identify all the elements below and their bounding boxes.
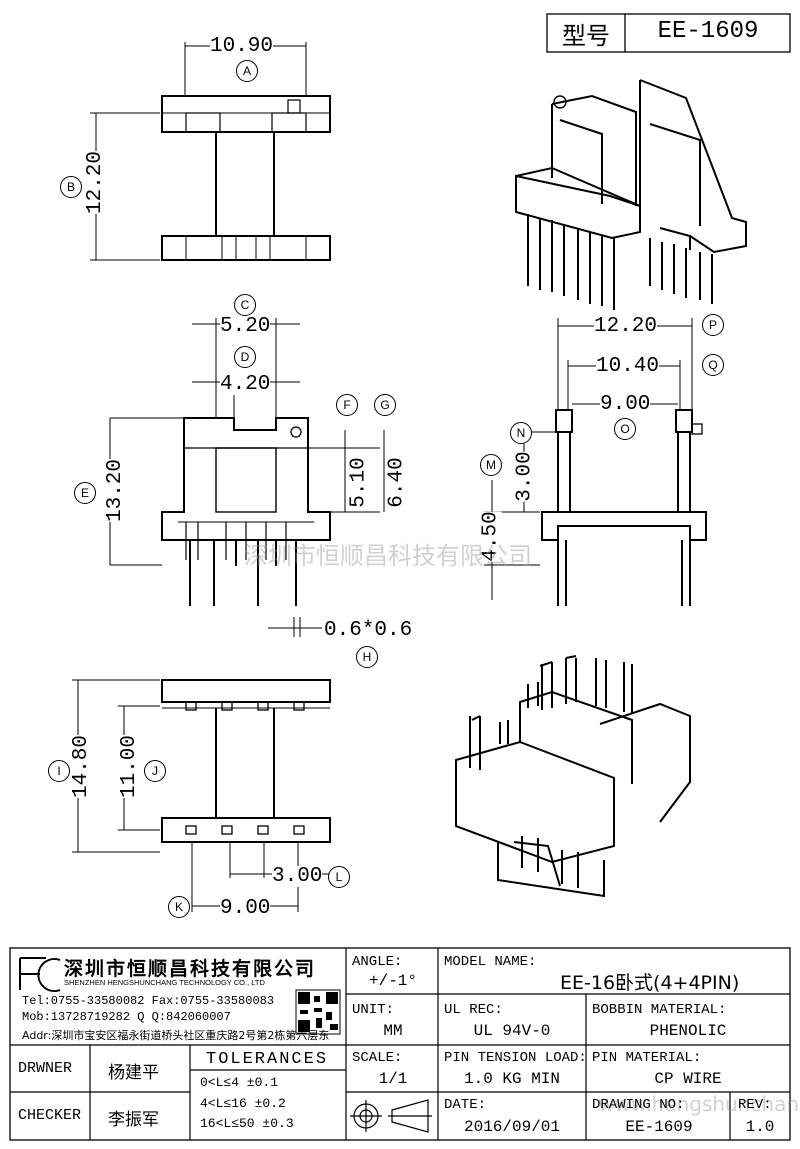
company-tel: Tel:0755-33580082 Fax:0755-33580083 — [22, 994, 275, 1008]
qr-code-icon — [295, 989, 341, 1035]
dim-side-n: 3.00 — [513, 451, 537, 502]
scale-label: SCALE: — [352, 1050, 403, 1066]
dim-front-g: 6.40 — [385, 457, 409, 508]
marker-j: J — [144, 760, 166, 782]
marker-l: L — [328, 866, 350, 888]
ul-value: UL 94V-0 — [473, 1022, 551, 1040]
marker-p: P — [702, 314, 724, 336]
model-name-value: EE-16卧式(4+4PIN) — [560, 972, 740, 994]
marker-o: O — [614, 418, 636, 440]
company-mob: Mob:13728719282 Q Q:842060007 — [22, 1010, 231, 1024]
checker-label: CHECKER — [18, 1107, 82, 1124]
dim-bottom-k: 9.00 — [220, 897, 271, 920]
iso-view-top — [515, 79, 747, 310]
projection-symbol-icon — [350, 1099, 432, 1133]
title-block-grid — [10, 948, 790, 1140]
bobbin-label: BOBBIN MATERIAL: — [592, 1002, 727, 1018]
dim-bottom-j: 11.00 — [118, 734, 142, 799]
dim-side-q: 10.40 — [596, 355, 660, 378]
marker-b: B — [60, 176, 82, 198]
dim-top-width: 10.90 — [210, 35, 274, 58]
date-value: 2016/09/01 — [463, 1118, 560, 1136]
dim-front-d: 4.20 — [220, 373, 271, 396]
bottom-view — [161, 679, 331, 843]
rev-label: REV: — [738, 1097, 772, 1113]
angle-label: ANGLE: — [352, 954, 403, 970]
marker-n: N — [510, 422, 532, 444]
company-logo-icon — [19, 957, 61, 992]
pin-material-value: CP WIRE — [654, 1070, 722, 1088]
dim-side-p: 12.20 — [594, 315, 658, 338]
marker-g: G — [374, 394, 396, 416]
checker-value: 李振军 — [108, 1110, 159, 1130]
dim-front-f: 5.10 — [347, 457, 371, 508]
pin-material-label: PIN MATERIAL: — [592, 1050, 702, 1066]
dim-bottom-l: 3.00 — [272, 865, 323, 888]
marker-q: Q — [702, 354, 724, 376]
marker-e: E — [74, 482, 96, 504]
bobbin-value: PHENOLIC — [649, 1022, 727, 1040]
pin-tension-value: 1.0 KG MIN — [463, 1070, 560, 1088]
dim-front-c: 5.20 — [220, 315, 271, 338]
tolerances-label: TOLERANCES — [206, 1050, 329, 1069]
angle-value: +/-1° — [368, 972, 417, 990]
marker-f: F — [336, 394, 358, 416]
tolerance-row-3: 16<L≤50 ±0.3 — [200, 1116, 294, 1131]
date-label: DATE: — [444, 1097, 487, 1113]
drawing-no-value: EE-1609 — [625, 1118, 693, 1136]
marker-k: K — [168, 896, 190, 918]
unit-value: MM — [383, 1022, 403, 1040]
company-name-cn: 深圳市恒顺昌科技有限公司 — [64, 958, 317, 980]
side-view — [541, 409, 707, 606]
type-label: 型号 — [562, 22, 610, 50]
watermark-center: 深圳市恒顺昌科技有限公司 — [244, 542, 532, 570]
tolerance-row-2: 4<L≤16 ±0.2 — [200, 1096, 286, 1111]
marker-d: D — [234, 346, 256, 368]
dim-side-o: 9.00 — [600, 393, 651, 416]
pin-tension-label: PIN TENSION LOAD: — [444, 1050, 587, 1066]
dim-bottom-i: 14.80 — [70, 734, 94, 799]
header-box — [546, 13, 791, 53]
drawer-value: 杨建平 — [108, 1063, 159, 1083]
watermark-footer: www.hengshunchang.com — [598, 1092, 800, 1116]
company-addr: Addr:深圳市宝安区福永街道桥头社区重庆路2号第2栋第六层东 — [22, 1029, 330, 1042]
marker-a: A — [236, 60, 258, 82]
iso-view-bottom — [455, 655, 691, 898]
marker-h: H — [356, 646, 378, 668]
marker-c: C — [234, 294, 256, 316]
model-name-label: MODEL NAME: — [444, 954, 537, 970]
marker-i: I — [48, 760, 70, 782]
header-model-number: EE-1609 — [657, 18, 759, 45]
title-block-border — [9, 947, 791, 1141]
company-name-en: SHENZHEN HENGSHUNCHANG TECHNOLOGY CO., L… — [64, 978, 265, 987]
front-view — [161, 417, 331, 606]
dim-front-e: 13.20 — [104, 458, 128, 523]
drawing-no-label: DRAWING NO: — [592, 1097, 685, 1113]
drawer-label: DRWNER — [18, 1060, 73, 1077]
unit-label: UNIT: — [352, 1002, 395, 1018]
ul-label: UL REC: — [444, 1002, 503, 1018]
tolerance-row-1: 0<L≤4 ±0.1 — [200, 1075, 279, 1090]
scale-value: 1/1 — [378, 1070, 408, 1088]
marker-m: M — [480, 454, 502, 476]
dim-top-height: 12.20 — [84, 150, 108, 215]
top-view — [161, 95, 331, 261]
rev-value: 1.0 — [745, 1118, 775, 1136]
dim-pin-size: 0.6*0.6 — [324, 619, 413, 642]
